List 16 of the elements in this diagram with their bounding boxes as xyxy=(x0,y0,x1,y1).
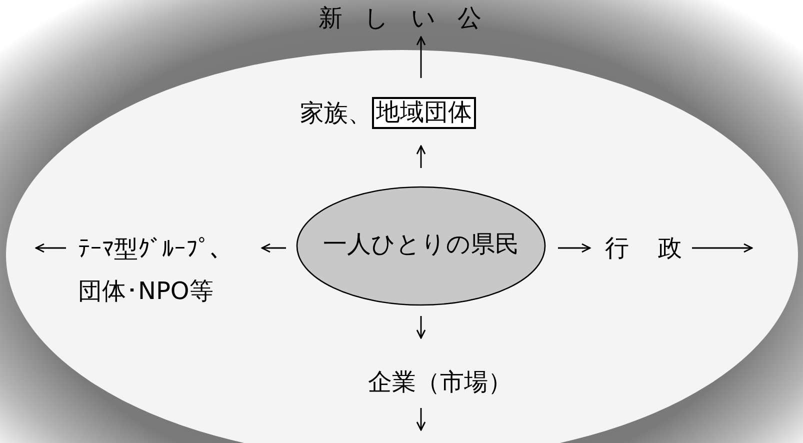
arrow xyxy=(692,243,753,253)
arrow xyxy=(261,243,286,253)
boxed-label: 地域団体 xyxy=(372,97,476,129)
arrow xyxy=(416,408,426,431)
arrow xyxy=(416,36,426,78)
arrow xyxy=(416,316,426,339)
arrow xyxy=(35,243,66,253)
node-label: 行政 xyxy=(605,234,712,262)
node-label: ﾃｰﾏ型ｸﾞﾙｰﾌﾟ、団体･NPO等 xyxy=(78,234,235,307)
node-label: 企業（市場） xyxy=(368,368,512,396)
node-label: 家族、 xyxy=(300,98,372,128)
arrow xyxy=(416,145,426,168)
resident-ellipse: 一人ひとりの県民 xyxy=(296,186,546,306)
arrow xyxy=(558,243,591,253)
ellipse-area xyxy=(4,50,800,443)
band-title: 新しい公 xyxy=(318,4,504,33)
